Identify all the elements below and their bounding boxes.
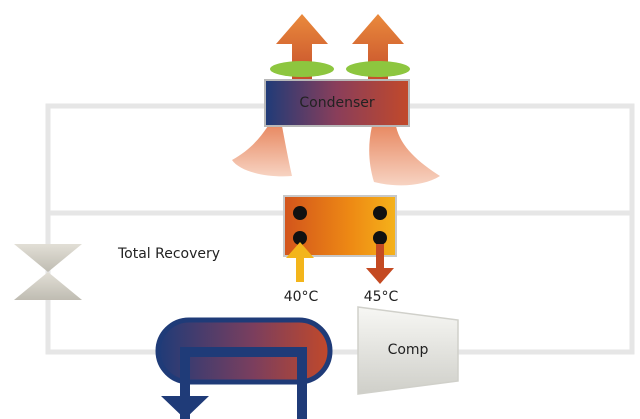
port-bottom-right bbox=[373, 231, 387, 245]
fan-left-icon bbox=[270, 61, 334, 77]
water-down-arrow-icon bbox=[161, 396, 209, 419]
condenser-body bbox=[264, 79, 410, 127]
air-plume-right bbox=[369, 126, 440, 186]
outer-pipe-loop bbox=[45, 103, 268, 355]
compressor: Comp bbox=[357, 306, 459, 395]
total-recovery-label: Total Recovery bbox=[117, 246, 220, 262]
water-loop-pipe bbox=[180, 347, 307, 419]
air-plume-left bbox=[232, 126, 292, 177]
outlet-temperature: 45°C bbox=[364, 289, 399, 305]
port-top-left bbox=[293, 206, 307, 220]
hot-air-arrow-right-icon bbox=[352, 14, 404, 86]
inlet-temperature: 40°C bbox=[284, 289, 319, 305]
port-top-right bbox=[373, 206, 387, 220]
condenser-label: Condenser bbox=[299, 95, 374, 111]
condenser: Condenser bbox=[264, 79, 410, 127]
water-outlet-arrow-icon bbox=[366, 244, 394, 284]
port-bottom-left bbox=[293, 231, 307, 245]
compressor-body bbox=[357, 306, 459, 395]
condenser-fans bbox=[270, 61, 410, 77]
evaporator bbox=[155, 317, 333, 419]
fan-right-icon bbox=[346, 61, 410, 77]
outer-pipe-right bbox=[406, 103, 635, 355]
water-inlet-arrow-icon bbox=[286, 242, 314, 282]
refrigerant-pipes bbox=[45, 103, 635, 355]
warm-air-plumes bbox=[232, 126, 440, 186]
compressor-label: Comp bbox=[388, 342, 429, 358]
hot-air-arrow-left-icon bbox=[276, 14, 328, 86]
expansion-valve-icon bbox=[14, 244, 82, 300]
hot-air-arrows bbox=[276, 14, 404, 86]
